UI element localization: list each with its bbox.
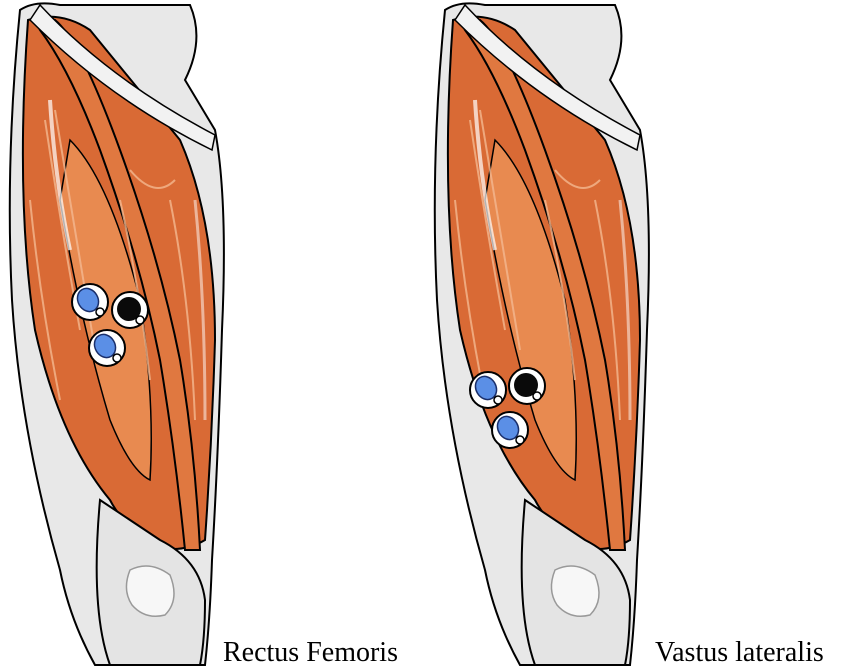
- reference-electrode-icon: [112, 292, 148, 328]
- recording-electrode-icon: [72, 284, 108, 320]
- recording-electrode-icon: [89, 330, 125, 366]
- caption-vastus-lateralis: Vastus lateralis: [655, 638, 824, 668]
- thigh-muscle-illustration: [0, 0, 230, 671]
- recording-electrode-icon: [492, 412, 528, 448]
- thigh-figure-rectus-femoris: [0, 0, 230, 671]
- thigh-muscle-illustration: [425, 0, 655, 671]
- thigh-figure-vastus-lateralis: [425, 0, 655, 671]
- caption-rectus-femoris: Rectus Femoris: [223, 638, 398, 668]
- recording-electrode-icon: [470, 372, 506, 408]
- reference-electrode-icon: [509, 368, 545, 404]
